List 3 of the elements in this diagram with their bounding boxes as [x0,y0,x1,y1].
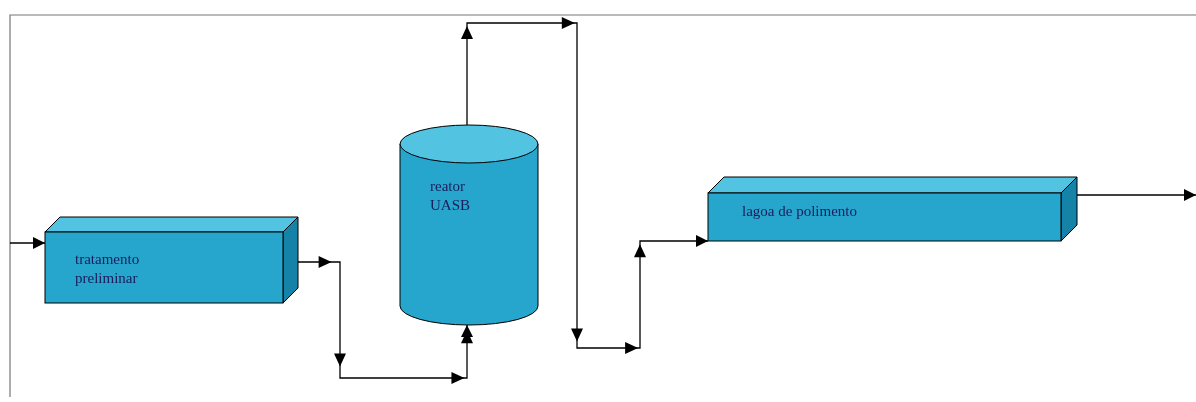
process-label: lagoa de polimento [742,202,858,221]
process-label: tratamento preliminar [75,250,141,288]
process-label: reator UASB [430,177,471,215]
